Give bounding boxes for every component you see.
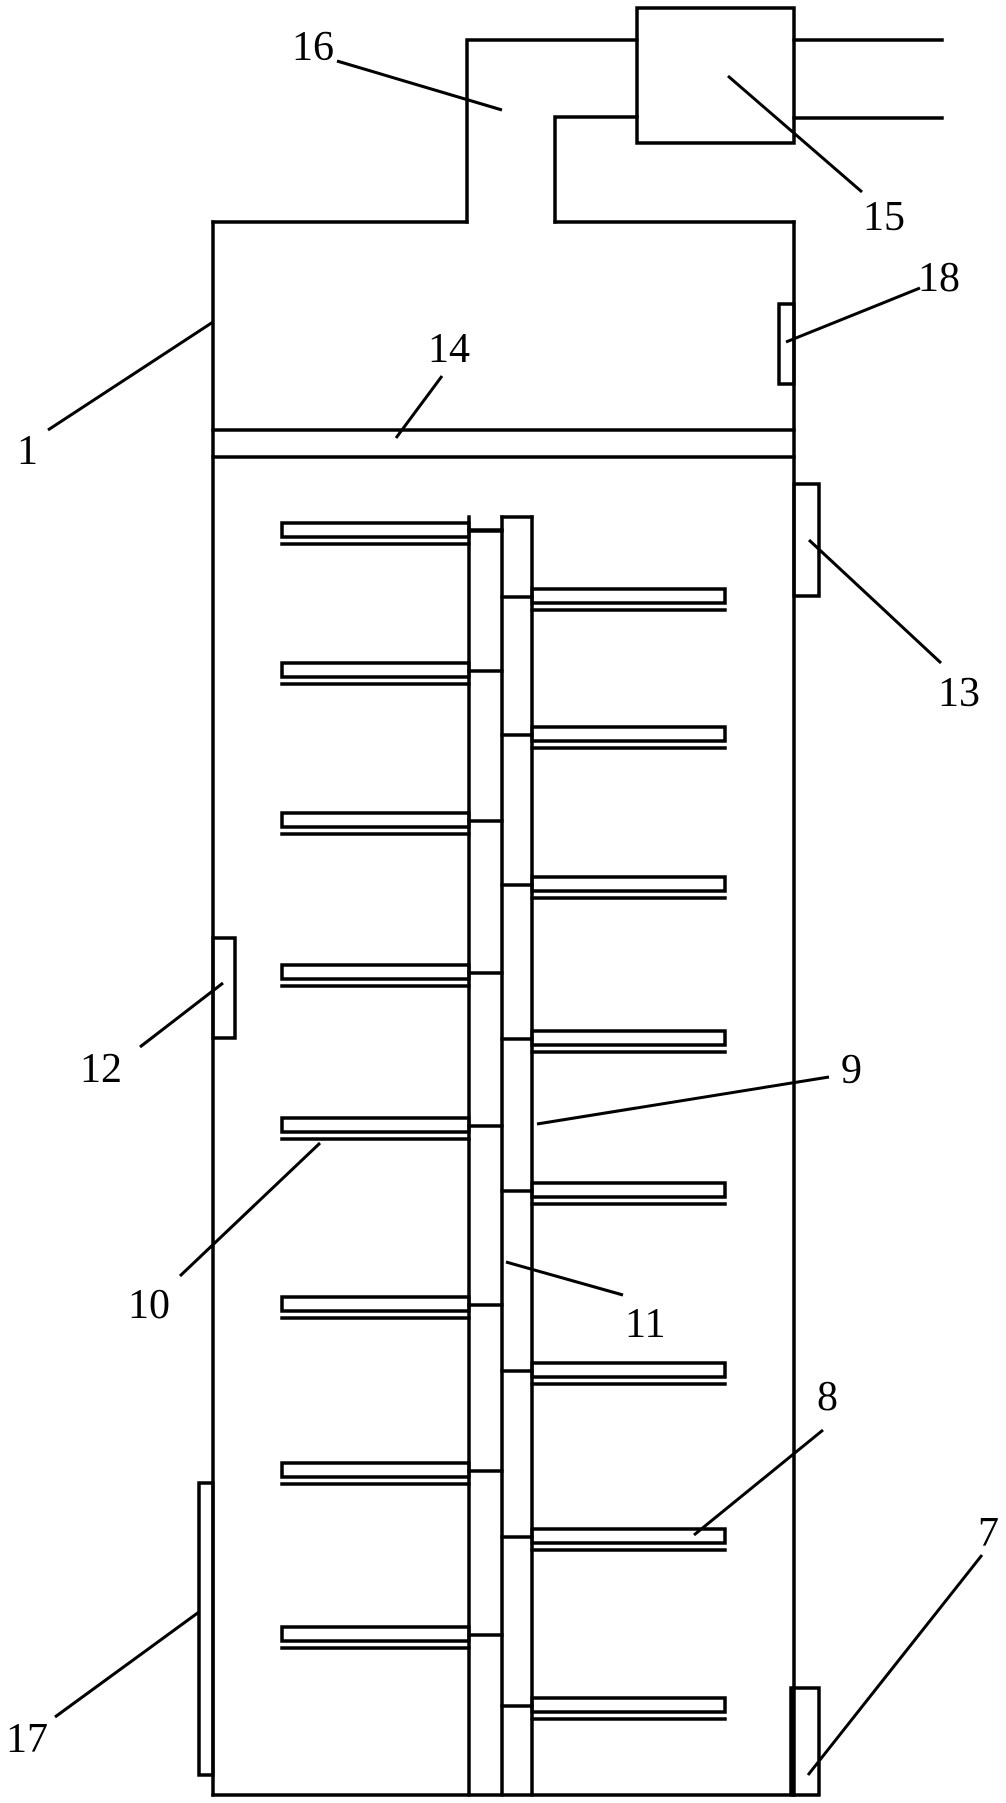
box-unit: [635, 6, 944, 145]
right-fin: [500, 587, 727, 612]
label-9: 9: [841, 1047, 862, 1093]
label-18: 18: [918, 255, 960, 301]
central-shafts: [467, 515, 534, 1797]
label-11: 11: [625, 1301, 665, 1347]
right-fin: [500, 1361, 727, 1386]
side-component-18: [777, 302, 796, 386]
right-fin: [500, 1696, 727, 1721]
right-fins: [500, 587, 727, 1721]
label-16: 16: [292, 24, 334, 70]
left-fin: [280, 1116, 504, 1141]
label-12: 12: [80, 1046, 122, 1092]
side-component-7: [789, 1686, 821, 1797]
left-fin: [280, 811, 504, 836]
label-10: 10: [128, 1282, 170, 1328]
partition-plate: [211, 428, 796, 459]
left-fin: [280, 1295, 504, 1320]
label-17: 17: [6, 1716, 48, 1762]
right-fin: [500, 1029, 727, 1054]
left-fin: [280, 521, 504, 546]
left-fins: [280, 521, 504, 1650]
right-fin: [500, 875, 727, 900]
label-8: 8: [817, 1374, 838, 1420]
side-component-17: [197, 1481, 215, 1777]
right-fin: [500, 1527, 727, 1552]
right-fin: [500, 725, 727, 750]
label-7: 7: [978, 1510, 999, 1556]
left-fin: [280, 963, 504, 988]
label-15: 15: [863, 194, 905, 240]
right-fin: [500, 1181, 727, 1206]
reference-labels: 1 14 16 15 18 13 12 9 10 11 8 7 17: [6, 24, 999, 1762]
left-fin: [280, 1461, 504, 1486]
label-1: 1: [17, 428, 38, 474]
side-component-13: [792, 482, 821, 598]
left-fin: [280, 661, 504, 686]
label-14: 14: [428, 326, 470, 372]
side-component-12: [211, 936, 237, 1040]
label-13: 13: [938, 670, 980, 716]
leader-lines: [47, 59, 984, 1776]
left-fin: [280, 1625, 504, 1650]
duct: [465, 38, 639, 224]
